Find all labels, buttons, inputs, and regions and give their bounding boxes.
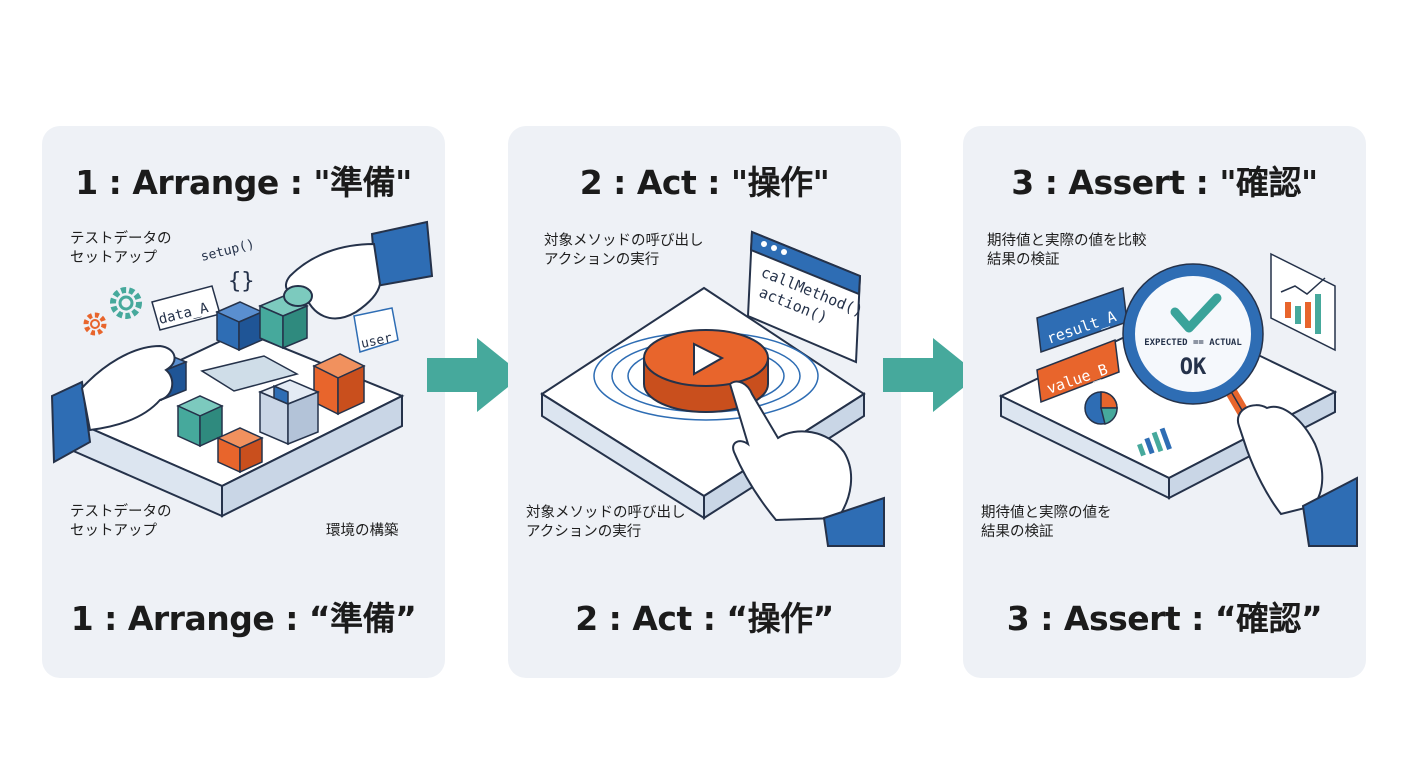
data-a-tag: data_A bbox=[151, 285, 221, 331]
pie-chart-icon bbox=[1084, 391, 1118, 425]
assert-title-bottom: 3 : Assert : “確認” bbox=[1006, 599, 1323, 638]
pointing-hand-icon bbox=[728, 380, 885, 547]
arrow-right-icon bbox=[427, 338, 523, 412]
arrange-title-bottom: 1 : Arrange : “準備” bbox=[70, 599, 417, 638]
assert-title-top: 3 : Assert : "確認" bbox=[1011, 163, 1318, 202]
bar-chart-icon bbox=[1137, 427, 1172, 457]
assert-panel: 3 : Assert : "確認" 期待値と実際の値を比較結果の検証 resul… bbox=[963, 126, 1366, 678]
cube-orange bbox=[312, 353, 366, 416]
act-title-top: 2 : Act : "操作" bbox=[579, 163, 830, 202]
arrange-panel: 1 : Arrange : "準備" テストデータのセットアップ setup()… bbox=[42, 126, 445, 678]
package-box bbox=[258, 379, 320, 446]
act-illustration: callMethod() action() bbox=[540, 230, 885, 547]
cube-orange bbox=[216, 427, 264, 474]
act-note-bottom: 対象メソッドの呼び出しアクションの実行 bbox=[526, 505, 686, 540]
arrow-right-icon bbox=[883, 338, 979, 412]
lens-result: OK bbox=[1180, 355, 1207, 380]
code-window: callMethod() action() bbox=[746, 230, 866, 364]
svg-text:user: user bbox=[360, 331, 394, 352]
cube-blue bbox=[215, 301, 264, 352]
act-title-bottom: 2 : Act : “操作” bbox=[575, 599, 834, 638]
arrange-title-top: 1 : Arrange : "準備" bbox=[75, 163, 412, 202]
cube-teal bbox=[176, 395, 224, 448]
arrange-note-data-setup-bottom: テストデータのセットアップ bbox=[70, 504, 172, 539]
arrange-note-data-setup-top: テストデータのセットアップ bbox=[70, 231, 172, 266]
setup-label: setup() bbox=[199, 237, 256, 265]
hand-icon bbox=[1236, 404, 1358, 547]
gear-icon bbox=[83, 312, 107, 336]
hand-icon bbox=[283, 220, 434, 320]
act-panel: 2 : Act : "操作" 対象メソッドの呼び出しアクションの実行 c bbox=[508, 126, 901, 678]
assert-note-bottom: 期待値と実際の値を結果の検証 bbox=[981, 505, 1112, 540]
user-tag: user bbox=[353, 307, 399, 353]
assert-note-top: 期待値と実際の値を比較結果の検証 bbox=[987, 233, 1147, 268]
assert-illustration: result_A value_B EXPECTED == ACTUAL OK bbox=[998, 252, 1358, 547]
arrange-note-environment: 環境の構築 bbox=[326, 523, 399, 539]
act-note-top: 対象メソッドの呼び出しアクションの実行 bbox=[544, 233, 704, 268]
cube-teal bbox=[258, 295, 309, 350]
gear-icon bbox=[110, 287, 142, 319]
arrange-illustration: setup() {} data_A user bbox=[50, 220, 434, 518]
lens-text: EXPECTED == ACTUAL bbox=[1144, 338, 1242, 348]
chart-card-icon bbox=[1270, 252, 1336, 352]
braces-label: {} bbox=[228, 269, 255, 294]
hand-icon bbox=[50, 344, 176, 464]
